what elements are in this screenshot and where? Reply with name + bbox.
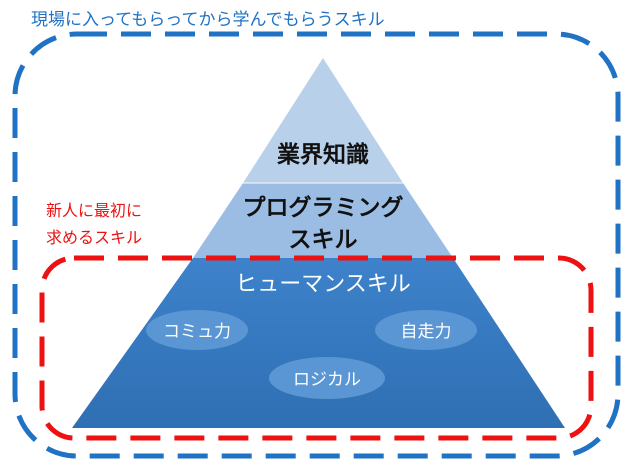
skill-ellipse-self-driven [375,310,477,350]
skill-label-logical: ロジカル [293,370,361,390]
inner-frame-label-line2: 求めるスキル [46,228,142,247]
tier-label-programming-line1: プログラミング [243,194,404,221]
outer-dashed-frame [12,31,621,459]
skill-ellipse-logical [269,357,385,399]
tier-label-human-skill: ヒューマンスキル [235,272,411,297]
pyramid-tier-industry-knowledge [243,58,403,183]
outer-frame-title: 現場に入ってもらってから学んでもらうスキル [31,10,385,30]
skill-ellipse-communication [146,310,248,350]
inner-dashed-frame [39,255,594,441]
skill-label-self-driven: 自走力 [401,322,452,342]
pyramid-tier-human-skill [72,258,565,428]
pyramid-tier-programming-skill [193,183,453,258]
tier-label-programming-line2: スキル [289,227,358,253]
tier-label-industry-knowledge: 業界知識 [276,141,369,168]
skill-label-communication: コミュ力 [163,322,231,342]
inner-frame-label-line1: 新人に最初に [46,201,142,220]
